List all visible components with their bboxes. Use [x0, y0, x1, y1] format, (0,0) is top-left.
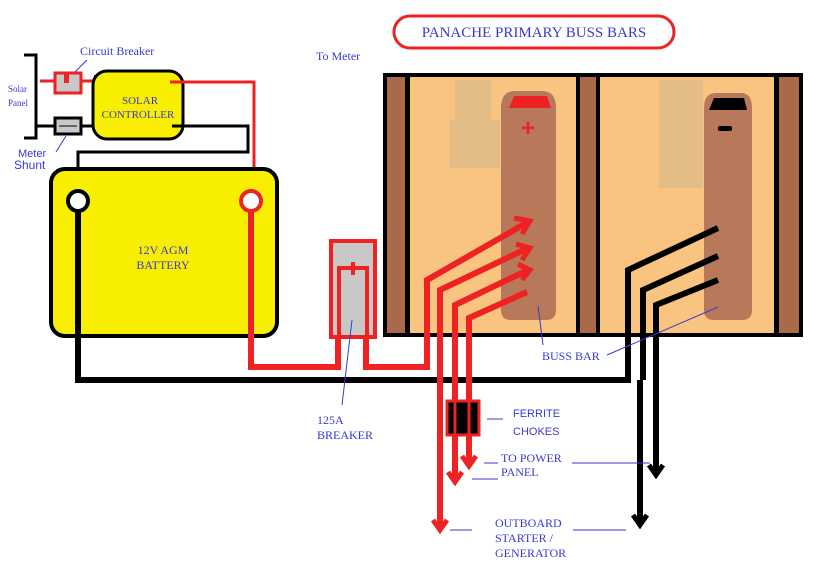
power-panel-label-1: TO POWER — [501, 451, 562, 465]
solar-controller-label-2: CONTROLLER — [102, 109, 175, 121]
ferrite-chokes — [445, 399, 481, 437]
meter-shunt — [53, 116, 83, 136]
solar-panel-label-2: Panel — [8, 98, 28, 108]
positive-arrow-1 — [513, 215, 535, 236]
solar-panel-label-1: Solar — [8, 84, 27, 94]
positive-buss-bar: + — [501, 91, 556, 320]
buss-bar-label: BUSS BAR — [542, 349, 600, 363]
buss-bar-pointer-2 — [606, 306, 719, 356]
negative-outboard-arrow — [630, 513, 650, 530]
controller-positive-output-wire — [170, 80, 256, 196]
battery-positive-terminal — [239, 189, 263, 213]
positive-outboard-wire — [437, 245, 530, 530]
breaker-output-wire — [363, 219, 530, 370]
positive-outboard-arrow — [430, 518, 450, 535]
diagram-title: PANACHE PRIMARY BUSS BARS — [422, 25, 646, 41]
solar-controller-label-1: SOLAR — [122, 95, 159, 107]
title-badge: PANACHE PRIMARY BUSS BARS — [392, 14, 676, 50]
to-meter-label: To Meter — [316, 49, 360, 63]
negative-panel-arrow — [646, 463, 666, 480]
positive-arrow-2 — [515, 241, 534, 262]
circuit-breaker-pointer — [74, 59, 88, 73]
outboard-label-1: OUTBOARD — [495, 516, 562, 530]
outboard-label-3: GENERATOR — [495, 546, 566, 560]
breaker-pointer — [341, 319, 353, 406]
breaker-label-1: 125A — [317, 413, 344, 427]
battery-label-2: BATTERY — [136, 258, 190, 272]
meter-shunt-pointer — [55, 135, 67, 153]
controller-negative-output-wire — [76, 124, 250, 196]
meter-shunt-label-2: Shunt — [14, 158, 46, 172]
outboard-label-2: STARTER / — [495, 531, 554, 545]
positive-arrow-3 — [516, 261, 534, 282]
battery: 12V AGM BATTERY — [49, 167, 279, 338]
positive-panel-arrow-1 — [445, 470, 465, 487]
battery-negative-terminal — [66, 189, 90, 213]
ferrite-label-1: FERRITE — [513, 408, 560, 420]
main-negative-wire — [75, 211, 720, 383]
solar-controller: SOLAR CONTROLLER — [91, 69, 185, 141]
power-panel-label-2: PANEL — [501, 465, 539, 479]
battery-positive-wire — [248, 211, 341, 370]
breaker-label-2: BREAKER — [317, 428, 373, 442]
battery-label-1: 12V AGM — [138, 243, 189, 257]
positive-symbol: + — [521, 115, 535, 142]
buss-bar-pointer-1 — [537, 305, 544, 346]
circuit-breaker-label: Circuit Breaker — [80, 44, 154, 58]
negative-wire-2 — [640, 253, 720, 380]
ferrite-label-2: CHOKES — [513, 426, 559, 438]
negative-wire-3 — [653, 277, 720, 395]
negative-buss-bar — [704, 93, 752, 320]
solar-circuit-breaker — [53, 71, 83, 95]
solar-panel-bracket — [24, 53, 38, 140]
positive-panel-arrow-2 — [459, 454, 479, 471]
main-breaker-125a — [329, 239, 377, 339]
meter-shunt-label-1: Meter — [18, 148, 46, 160]
negative-symbol — [718, 126, 732, 131]
